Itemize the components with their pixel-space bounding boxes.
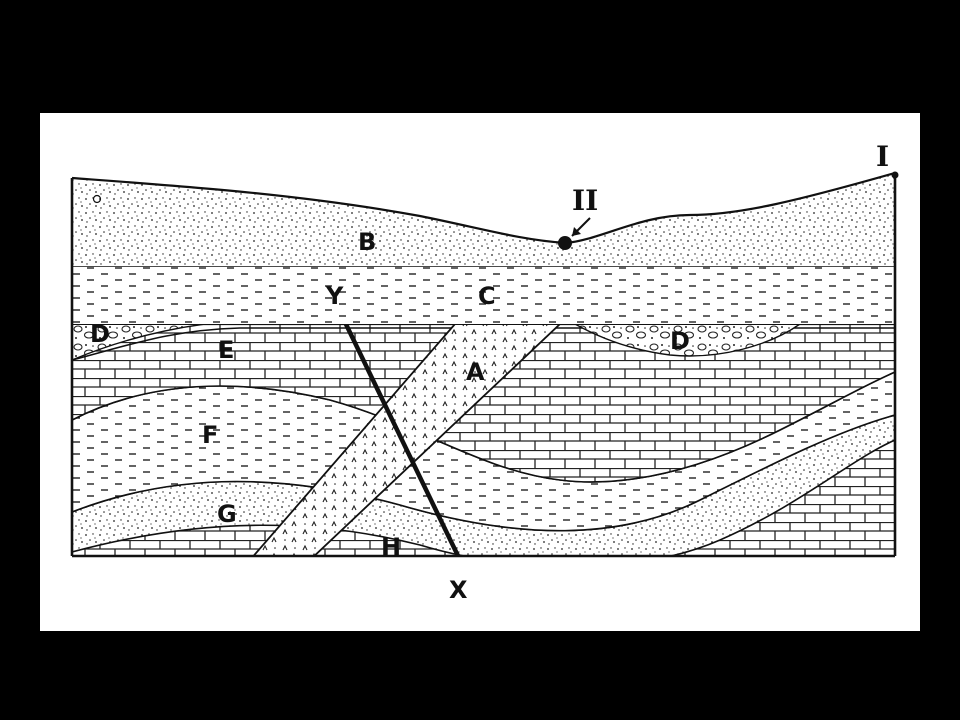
- label-d-right: D: [670, 327, 690, 355]
- fault-line: [343, 324, 461, 556]
- label-x: X: [449, 576, 468, 604]
- label-f: F: [202, 421, 218, 449]
- label-g: G: [217, 500, 237, 528]
- folded-strata: [72, 324, 895, 556]
- unit-d-conglomerate-right: [573, 324, 802, 357]
- label-e: E: [218, 336, 234, 364]
- label-y: Y: [325, 282, 344, 310]
- label-b: B: [358, 228, 376, 256]
- surface-pebble: [92, 194, 102, 204]
- label-h: H: [381, 533, 401, 561]
- unit-c-shale: [72, 266, 895, 324]
- location-ii-marker: [558, 236, 572, 250]
- unit-e-limestone: [72, 327, 895, 483]
- label-d-left: D: [90, 320, 110, 348]
- label-i: I: [876, 140, 889, 173]
- location-ii-arrowhead-icon: [572, 227, 581, 236]
- unit-d-conglomerate-left: [72, 324, 206, 361]
- land-surface: [71, 171, 896, 245]
- label-c: C: [478, 282, 496, 310]
- label-ii: II: [572, 184, 598, 217]
- location-i-marker: [891, 171, 899, 179]
- unit-a-dike: [252, 324, 562, 556]
- label-a: A: [466, 358, 485, 386]
